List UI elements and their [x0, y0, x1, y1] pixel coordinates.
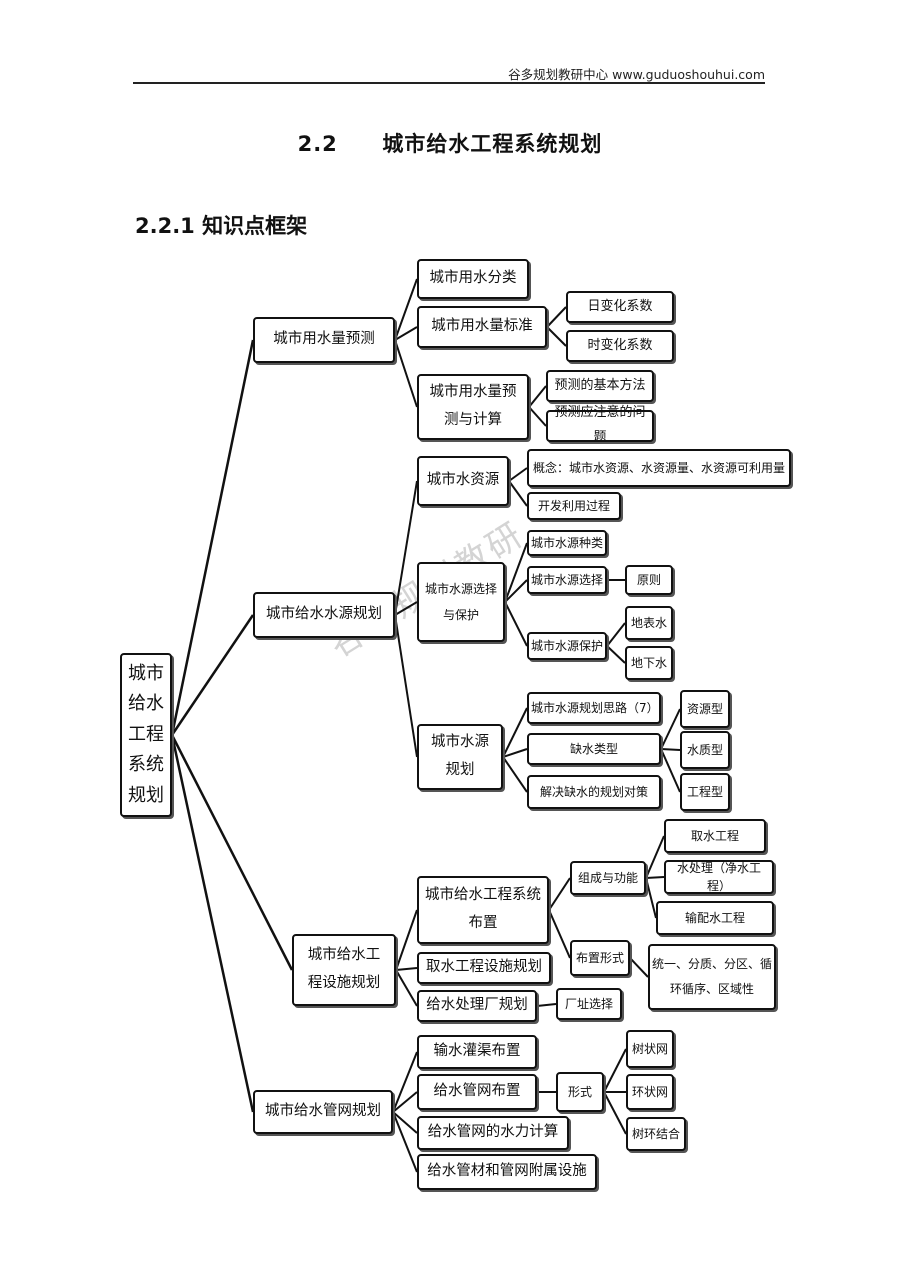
node-b4-2-1-3: 树环结合 [626, 1117, 686, 1151]
node-b2-3-2: 缺水类型 [527, 733, 661, 765]
connector-b3-1-1-1 [645, 835, 665, 879]
connector-b1-2-1 [546, 306, 567, 328]
node-b1: 城市用水量预测 [253, 317, 395, 363]
node-b3-1-1-1: 取水工程 [664, 819, 766, 853]
connector-b3-1-2-1 [629, 957, 649, 978]
node-b1-3: 城市用水量预 测与计算 [417, 374, 529, 440]
subsection-title: 2.2.1 知识点框架 [135, 214, 308, 238]
node-b2-3: 城市水源 规划 [417, 724, 503, 790]
connector-b2-3 [394, 614, 418, 758]
node-b1-3-2: 预测应注意的问题 [546, 405, 654, 445]
section-title-text: 城市给水工程系统规划 [382, 132, 603, 156]
node-b4-2-1: 形式 [556, 1072, 604, 1112]
connector-b2-2-1 [504, 542, 528, 603]
node-b3-1: 城市给水工程系统 布置 [417, 876, 549, 944]
connector-b4-2-1-3 [603, 1091, 627, 1135]
node-b3: 城市给水工 程设施规划 [292, 934, 396, 1006]
connector-b4-4 [392, 1111, 418, 1173]
node-b2-1-1: 概念：城市水资源、水资源量、水资源可利用量 [527, 449, 791, 487]
page-header: 谷多规划教研中心 www.guduoshouhui.com [508, 67, 765, 82]
connector-b3-1-1-3 [645, 877, 657, 919]
connector-b1-3 [394, 339, 418, 408]
node-b2-1-2: 开发利用过程 [527, 492, 621, 520]
node-b2-2-2-1: 原则 [625, 565, 673, 595]
connector-b4-2-1-1 [603, 1048, 627, 1093]
node-b4-2-1-1: 树状网 [626, 1030, 674, 1068]
node-b2-3-3: 解决缺水的规划对策 [527, 775, 661, 809]
node-b2-3-2-2: 水质型 [680, 731, 730, 769]
node-b2-3-2-3: 工程型 [680, 773, 730, 811]
connector-b3-2 [395, 967, 418, 971]
node-b2-2-2: 城市水源选择 [527, 566, 607, 594]
connector-b3-1 [395, 909, 418, 971]
node-b3-1-2-1: 统一、分质、分区、循 环循序、区域性 [648, 944, 776, 1010]
node-b3-3: 给水处理厂规划 [417, 990, 537, 1022]
node-b2-2: 城市水源选择 与保护 [417, 562, 505, 642]
connector-b2-2-3-2 [606, 645, 626, 664]
connector-b2-1-1 [508, 467, 528, 482]
connector-b2-2-2 [504, 579, 528, 603]
node-b4-4: 给水管材和管网附属设施 [417, 1154, 597, 1190]
connector-b2-1 [394, 480, 418, 616]
connector-b3-3-1 [536, 1003, 557, 1007]
node-b1-2-2: 时变化系数 [566, 330, 674, 362]
connector-b3-1-1 [548, 877, 571, 911]
node-b3-1-2: 布置形式 [570, 940, 630, 976]
node-b1-2-1: 日变化系数 [566, 291, 674, 323]
connector-b2-3-3 [502, 756, 528, 793]
section-title: 2.2 城市给水工程系统规划 [0, 128, 900, 158]
connector-b2-3-2-2 [660, 748, 681, 751]
node-b4-2-1-2: 环状网 [626, 1074, 674, 1110]
connector-b1 [170, 339, 255, 736]
node-b2: 城市给水水源规划 [253, 592, 395, 638]
connector-b2-2-3 [504, 601, 528, 647]
connector-b4-1 [392, 1051, 418, 1113]
connector-b1-3-2 [528, 406, 547, 427]
connector-b3-1-2 [548, 909, 571, 959]
node-b1-3-1: 预测的基本方法 [546, 370, 654, 402]
node-b3-1-1-3: 输配水工程 [656, 901, 774, 935]
node-b1-2: 城市用水量标准 [417, 306, 547, 348]
node-b2-2-3-1: 地表水 [625, 606, 673, 640]
node-b2-2-1: 城市水源种类 [527, 530, 607, 556]
connector-b2-1-2 [508, 480, 528, 507]
connector-b3 [170, 734, 294, 971]
connector-b1-2 [394, 326, 418, 341]
node-b3-1-1-2: 水处理（净水工程） [664, 860, 774, 894]
connector-b2-3-1 [502, 707, 528, 758]
section-number: 2.2 [297, 132, 338, 156]
node-b4-3: 给水管网的水力计算 [417, 1116, 569, 1150]
connector-b4-2 [392, 1091, 418, 1113]
node-b3-3-1: 厂址选择 [556, 988, 622, 1020]
node-b4-1: 输水灌渠布置 [417, 1035, 537, 1069]
node-b2-1: 城市水资源 [417, 456, 509, 506]
node-b4-2: 给水管网布置 [417, 1074, 537, 1110]
connector-b1-2-2 [546, 326, 567, 347]
node-b2-2-3-2: 地下水 [625, 646, 673, 680]
connector-b4-3 [392, 1111, 418, 1134]
connector-b2-2 [394, 601, 418, 616]
connector-b1-1 [394, 278, 418, 341]
node-b4: 城市给水管网规划 [253, 1090, 393, 1134]
node-b2-3-1: 城市水源规划思路（7） [527, 692, 661, 724]
connector-b2-3-2-3 [660, 748, 681, 793]
connector-b4 [170, 734, 255, 1113]
connector-b2-2-3-1 [606, 622, 626, 647]
node-b3-1-1: 组成与功能 [570, 861, 646, 895]
connector-b1-3-1 [528, 385, 547, 408]
connector-b2 [170, 614, 255, 736]
connector-b2-3-2-1 [660, 708, 681, 750]
connector-b3-1-1-2 [645, 876, 665, 879]
node-b1-1: 城市用水分类 [417, 259, 529, 299]
node-b2-3-2-1: 资源型 [680, 690, 730, 728]
connector-b3-3 [395, 969, 418, 1007]
connector-b2-3-2 [502, 748, 528, 758]
node-b3-2: 取水工程设施规划 [417, 952, 551, 984]
node-b2-2-3: 城市水源保护 [527, 632, 607, 660]
header-divider [133, 82, 765, 84]
node-root: 城市 给水 工程 系统 规划 [120, 653, 172, 817]
